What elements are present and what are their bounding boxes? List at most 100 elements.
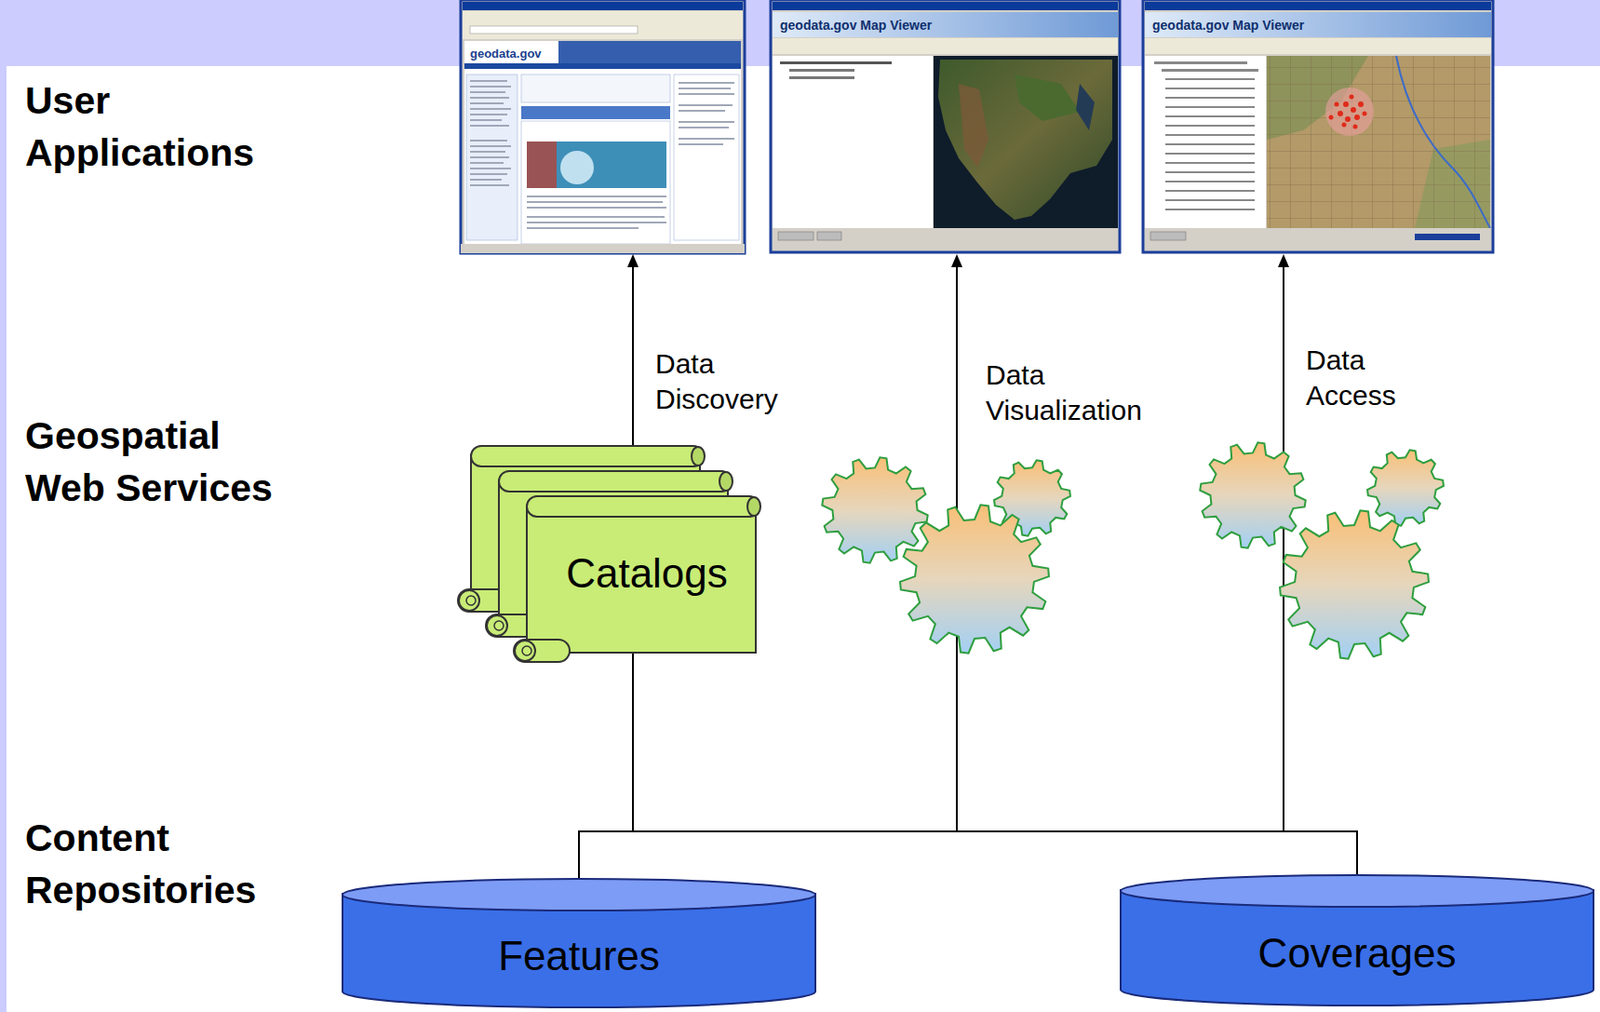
- service-gears: [821, 442, 1444, 659]
- repository-cylinder: Coverages: [1119, 873, 1595, 1007]
- art-rect: [779, 61, 892, 65]
- art-rect: [772, 228, 1118, 251]
- map-viewer-screenshot: [1142, 0, 1493, 253]
- art-rect: [558, 40, 741, 64]
- art-rect: [1165, 143, 1255, 146]
- art-circle: [1337, 110, 1344, 117]
- art-rect: [470, 80, 508, 82]
- art-rect: [470, 96, 510, 99]
- art-rect: [1144, 12, 1492, 38]
- art-rect: [470, 124, 510, 127]
- art-g: [1329, 94, 1368, 130]
- art-rect: [470, 150, 506, 153]
- art-rect: [470, 119, 502, 122]
- art-rect: [526, 201, 663, 203]
- catalog-scroll: Catalogs: [510, 494, 764, 668]
- art-rect: [678, 109, 726, 112]
- connector: [578, 652, 633, 879]
- art-rect: [1144, 38, 1492, 54]
- screen-title: geodata.gov Map Viewer: [1152, 15, 1339, 35]
- layer-title: Geospatial Web Services: [25, 409, 296, 514]
- art-rect: [1414, 233, 1480, 241]
- art-rect: [460, 0, 745, 254]
- art-rect: [526, 215, 665, 218]
- art-rect: [1165, 78, 1255, 81]
- cylinder-top: [342, 878, 816, 911]
- art-rect: [526, 195, 667, 198]
- art-rect: [521, 121, 671, 244]
- art-rect: [470, 102, 504, 105]
- repository-cylinder: Features: [341, 877, 817, 1009]
- art-rect: [678, 143, 724, 146]
- layer-title: User Applications: [25, 74, 296, 179]
- text-lines: [470, 80, 735, 229]
- art-circle: [1343, 101, 1349, 108]
- art-rect: [462, 11, 743, 40]
- art-rect: [1165, 106, 1255, 108]
- art-path: [958, 83, 989, 168]
- art-rect: [464, 68, 741, 244]
- art-rect: [772, 12, 1118, 38]
- art-rect: [1165, 96, 1255, 99]
- art-rect: [460, 243, 745, 254]
- gear-icon: [821, 457, 928, 563]
- art-polygon: [951, 254, 963, 268]
- art-rect: [470, 167, 511, 170]
- art-path: [1075, 83, 1095, 131]
- art-circle: [1353, 124, 1358, 130]
- art-circle: [1344, 116, 1351, 122]
- art-rect: [470, 26, 638, 34]
- art-path: [938, 59, 1113, 220]
- art-rect: [678, 104, 733, 107]
- art-rect: [1165, 124, 1255, 127]
- art-rect: [1150, 231, 1186, 241]
- art-rect: [1165, 87, 1255, 90]
- layer-list-lines: [1154, 61, 1259, 211]
- art-rect: [526, 206, 667, 209]
- art-circle: [1357, 101, 1364, 108]
- art-rect: [470, 145, 511, 148]
- art-rect: [470, 107, 511, 110]
- art-rect: [673, 74, 740, 241]
- art-rect: [772, 55, 933, 229]
- art-circle: [1329, 115, 1334, 121]
- side-strip: [0, 0, 7, 1012]
- art-circle: [1349, 94, 1355, 100]
- art-circle: [1354, 114, 1360, 121]
- art-rect: [470, 156, 510, 159]
- art-polygon: [1277, 254, 1290, 268]
- art-rect: [470, 85, 511, 88]
- art-rect: [770, 0, 1120, 253]
- art-rect: [678, 126, 729, 129]
- art-rect: [470, 113, 508, 116]
- art-rect: [464, 63, 741, 69]
- art-rect: [470, 161, 504, 164]
- art-rect: [470, 91, 506, 94]
- art-rect: [526, 141, 557, 189]
- art-rect: [1142, 0, 1493, 253]
- art-rect: [1266, 55, 1491, 229]
- art-rect: [1165, 208, 1255, 211]
- cylinder-top: [1120, 874, 1594, 907]
- art-rect: [470, 184, 510, 187]
- gear-icon: [1199, 442, 1305, 548]
- screen-title: geodata.gov Map Viewer: [779, 15, 967, 35]
- art-rect: [466, 74, 518, 241]
- portal-screenshot: [460, 0, 745, 254]
- art-rect: [1144, 228, 1492, 251]
- art-path: [1014, 74, 1080, 122]
- flow-label: Data Discovery: [655, 346, 805, 417]
- art-rect: [1154, 61, 1248, 65]
- node-label: Features: [497, 932, 660, 981]
- art-rect: [521, 74, 671, 103]
- art-rect: [772, 38, 1118, 54]
- art-rect: [1165, 134, 1255, 136]
- art-rect: [678, 93, 735, 95]
- art-rect: [933, 55, 1118, 229]
- art-line: [1282, 264, 1285, 832]
- art-rect: [1165, 180, 1255, 183]
- map-viewer-screenshot: [770, 0, 1120, 253]
- art-rect: [778, 231, 814, 241]
- node-label: Coverages: [1258, 929, 1457, 978]
